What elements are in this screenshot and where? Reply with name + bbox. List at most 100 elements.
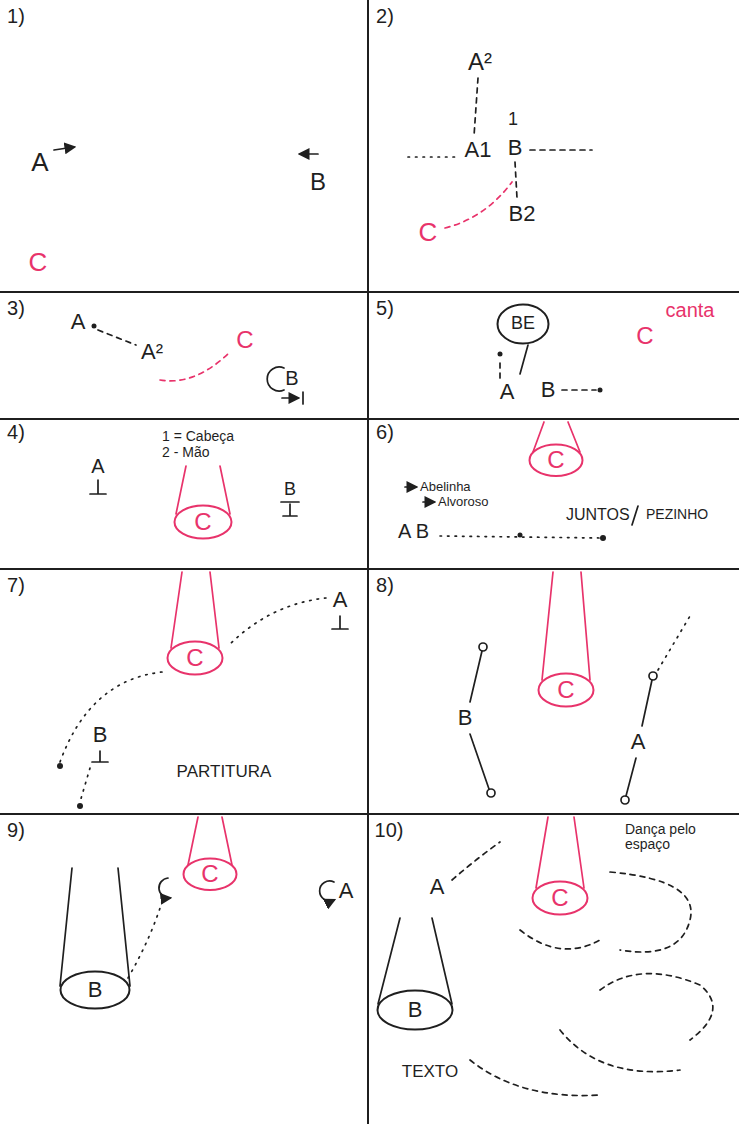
spotlight-beam [542,572,553,680]
stage-label: B [93,723,108,747]
standing-mark [92,751,108,762]
stage-label: A [333,588,348,612]
stage-label: PEZINHO [646,507,708,522]
move-path [160,352,230,381]
stage-label: JUNTOS [566,506,630,524]
shape-outline [378,991,453,1030]
character-letter: C [547,447,564,473]
spotlight-circle: C [528,443,584,477]
turn-symbol [159,878,170,898]
arm-bone [621,796,629,804]
shape-outline [533,882,588,915]
standing-mark [332,616,348,629]
stop-bar [302,392,304,404]
spotlight-beam [536,817,548,888]
spotlight-beam [581,572,590,680]
speech-bubble: BE [496,303,550,345]
shape-outline [498,305,549,344]
position-dot [57,763,63,769]
spotlight-beam [222,817,232,865]
shape-outline [184,858,237,889]
stage-label: A² [141,340,163,364]
spotlight-beam [220,466,230,514]
stage-label: canta [666,299,715,321]
character-letter: B [88,978,103,1002]
storyboard-panel: 4)1 = Cabeça2 - MãoABC [0,420,369,570]
arm-bone [649,672,657,680]
move-path [658,616,690,670]
stage-label: C [636,323,653,349]
move-path [128,902,162,978]
shape-outline [539,674,594,707]
panel-number: 1) [7,5,25,27]
position-dot [77,803,83,809]
panel-number: 8) [376,574,394,596]
spotlight-beam [60,868,72,986]
list-arrow [405,486,416,488]
move-path [499,358,501,378]
position-dot [92,324,97,329]
stage-label: B [508,136,523,160]
panel-number: 9) [7,819,25,841]
arm-bone [479,643,487,651]
spotlight-circle: C [531,880,589,916]
dance-path [520,930,600,949]
stage-label: C [236,327,253,353]
stage-label: A [91,455,104,477]
move-arrow [300,153,318,155]
stage-label: C [419,218,438,247]
character-letter: C [551,885,568,911]
storyboard-panel: 9)ABC [0,815,369,1124]
spotlight-beam [118,868,130,986]
turn-symbol [320,881,334,901]
storyboard-panel: 7)ABPARTITURAC [0,570,369,815]
spotlight-circle: B [59,970,131,1010]
move-path [408,156,456,158]
list-arrow [423,501,434,503]
move-path [80,768,90,802]
character-letter: B [408,998,423,1022]
arm-bone [470,651,482,702]
dance-path [560,1030,680,1072]
storyboard-panel: 2)A²A11BB2C [369,0,739,293]
stage-label: C [29,248,48,277]
move-path [515,162,517,198]
arm-bone [626,758,636,796]
position-dot [598,388,603,393]
spotlight-beam [210,572,219,648]
shape-outline [530,444,583,475]
slash-mark [632,506,638,525]
stage-label: PARTITURA [177,763,272,782]
panel-number: 4) [7,421,25,443]
stage-label: A1 [465,138,492,162]
panel-number: 2) [376,5,394,27]
stage-label: Alvoroso [438,495,489,509]
stage-label: 1 = Cabeça [162,429,234,444]
stage-label: Abelinha [420,480,471,494]
spotlight-beam [171,572,182,648]
move-path [452,842,500,880]
move-path [228,598,326,646]
spotlight-circle: C [537,672,595,708]
panel-number: 5) [376,297,394,319]
stage-label: Dança pelo espaço [625,822,717,853]
storyboard-panel: 3)AA²CB [0,293,369,420]
stage-label: A B [398,520,429,542]
stage-label: A [500,380,515,404]
stage-label: TEXTO [402,1063,458,1082]
panel-number: 10) [375,819,404,841]
stage-label: A [71,310,86,334]
move-arrow [282,397,298,399]
dance-path [600,974,713,1040]
stage-label: B [284,480,296,500]
character-letter: C [201,861,218,887]
stage-label: B2 [509,202,536,226]
move-arrow [54,147,74,150]
dance-path [610,872,691,952]
standing-mark [281,502,299,516]
position-dot [518,533,523,538]
panel-number: 6) [376,421,394,443]
move-path [445,182,512,228]
